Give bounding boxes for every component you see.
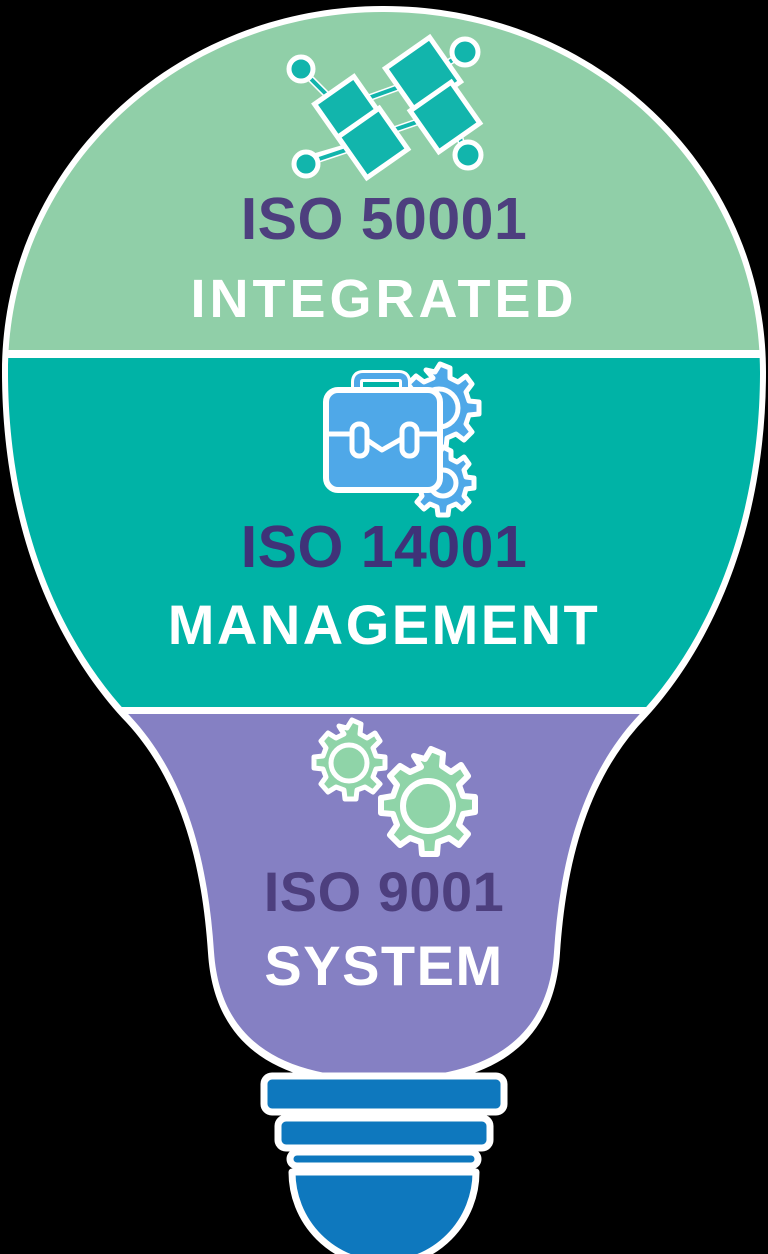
briefcase-gears-icon bbox=[323, 361, 482, 518]
band-bottom-fill bbox=[8, 714, 760, 1078]
two-gears-icon bbox=[311, 717, 478, 857]
bulb-screw-base bbox=[260, 1072, 508, 1254]
band-top-fill bbox=[8, 12, 760, 350]
network-flow-icon bbox=[286, 33, 484, 182]
